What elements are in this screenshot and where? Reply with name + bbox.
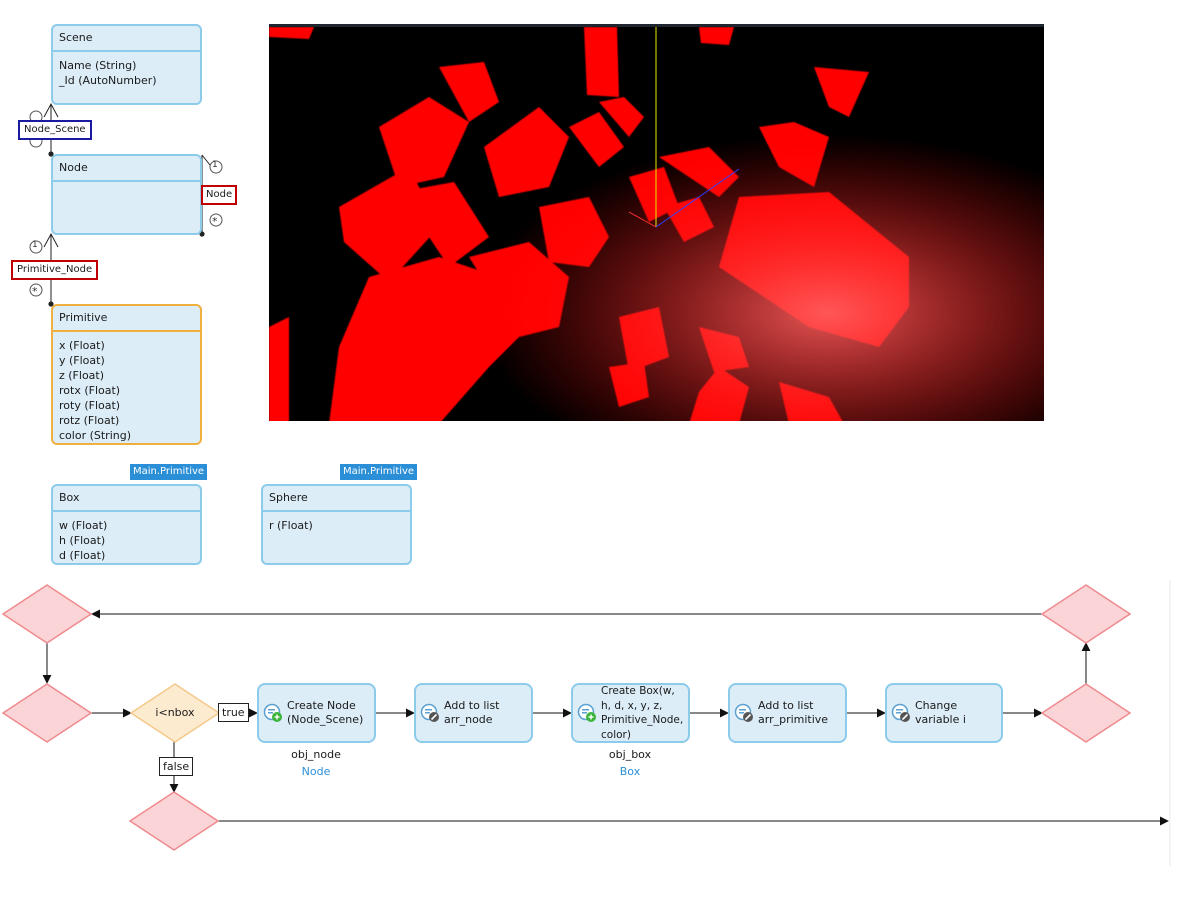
attribute: y (Float) <box>59 354 105 367</box>
add-to-list-action[interactable]: Add to list arr_primitive <box>728 683 847 743</box>
merge-diamond[interactable] <box>129 791 219 851</box>
action-label: Change variable i <box>915 699 966 726</box>
multiplicity-one: 1 <box>32 240 38 250</box>
entity-title: Scene <box>53 26 200 52</box>
attribute: r (Float) <box>269 519 313 532</box>
entity-node[interactable]: Node <box>51 154 202 235</box>
entity-title: Primitive <box>53 306 200 332</box>
true-label: true <box>218 703 249 722</box>
attribute-list: r (Float) <box>263 512 410 533</box>
relationship-node[interactable]: Node <box>201 185 238 205</box>
action-output: obj_node Node <box>257 746 375 780</box>
entity-title: Node <box>53 156 200 182</box>
relationship-node-scene[interactable]: Node_Scene <box>18 120 92 140</box>
output-variable: obj_box <box>608 748 652 761</box>
inheritance-tag: Main.Primitive <box>130 464 208 480</box>
action-output: obj_box Box <box>571 746 689 780</box>
list-add-icon <box>420 703 440 726</box>
entity-title: Box <box>53 486 200 512</box>
change-variable-icon <box>891 703 911 726</box>
add-to-list-action[interactable]: Add to list arr_node <box>414 683 533 743</box>
3d-viewport[interactable] <box>269 24 1044 421</box>
entity-sphere[interactable]: Sphere r (Float) <box>261 484 412 565</box>
attribute: z (Float) <box>59 369 105 382</box>
action-label: Create Node (Node_Scene) <box>287 699 364 726</box>
attribute-list: x (Float) y (Float) z (Float) rotx (Floa… <box>53 332 200 443</box>
entity-scene[interactable]: Scene Name (String) _Id (AutoNumber) <box>51 24 202 105</box>
attribute-list: w (Float) h (Float) d (Float) <box>53 512 200 563</box>
false-label: false <box>159 757 194 776</box>
output-type: Node <box>301 765 331 778</box>
merge-diamond[interactable] <box>1041 683 1131 743</box>
create-icon <box>263 703 283 726</box>
entity-box[interactable]: Box w (Float) h (Float) d (Float) <box>51 484 202 565</box>
multiplicity-many: * <box>32 285 38 298</box>
create-box-action[interactable]: Create Box(w, h, d, x, y, z, Primitive_N… <box>571 683 690 743</box>
attribute: rotz (Float) <box>59 414 120 427</box>
list-add-icon <box>734 703 754 726</box>
multiplicity-one: 1 <box>212 160 218 170</box>
merge-diamond[interactable] <box>2 584 92 644</box>
attribute: w (Float) <box>59 519 108 532</box>
output-type: Box <box>619 765 641 778</box>
inheritance-tag: Main.Primitive <box>340 464 418 480</box>
attribute: roty (Float) <box>59 399 121 412</box>
create-icon <box>577 703 597 726</box>
attribute: x (Float) <box>59 339 105 352</box>
merge-diamond[interactable] <box>2 683 92 743</box>
change-variable-action[interactable]: Change variable i <box>885 683 1003 743</box>
attribute: Name (String) <box>59 59 137 72</box>
attribute: color (String) <box>59 429 131 442</box>
red-boxes-scene <box>269 27 1044 421</box>
attribute: _Id (AutoNumber) <box>59 74 157 87</box>
entity-title: Sphere <box>263 486 410 512</box>
decision-diamond[interactable] <box>130 683 220 743</box>
attribute-list: Name (String) _Id (AutoNumber) <box>53 52 200 88</box>
output-variable: obj_node <box>291 748 341 761</box>
entity-primitive[interactable]: Primitive x (Float) y (Float) z (Float) … <box>51 304 202 445</box>
attribute: rotx (Float) <box>59 384 121 397</box>
attribute: d (Float) <box>59 549 106 562</box>
decision-condition: i<nbox <box>155 706 195 719</box>
relationship-primitive-node[interactable]: Primitive_Node <box>11 260 99 280</box>
action-label: Add to list arr_primitive <box>758 699 829 726</box>
action-label: Add to list arr_node <box>444 699 500 726</box>
multiplicity-many: * <box>212 215 218 228</box>
action-label: Create Box(w, h, d, x, y, z, Primitive_N… <box>601 685 684 741</box>
merge-diamond[interactable] <box>1041 584 1131 644</box>
attribute: h (Float) <box>59 534 106 547</box>
create-node-action[interactable]: Create Node (Node_Scene) <box>257 683 376 743</box>
